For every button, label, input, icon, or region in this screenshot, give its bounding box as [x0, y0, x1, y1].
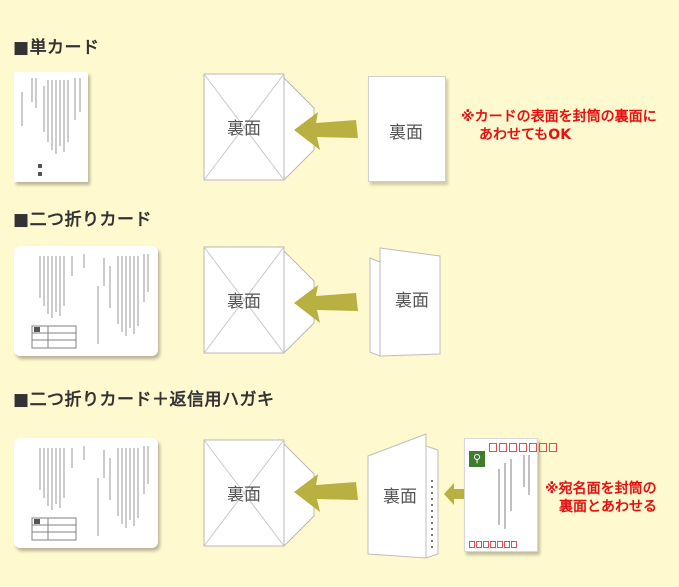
arrow-left-icon [294, 474, 358, 512]
card-text-lines [31, 254, 149, 349]
envelope-back-label: 裏面 [227, 484, 261, 505]
folded-card-open [14, 246, 158, 356]
arrow-left-icon [294, 112, 358, 150]
postcard-address-lines [498, 455, 530, 529]
card-text-lines [31, 446, 149, 541]
envelope-icon: 裏面 [203, 245, 315, 355]
postal-code-boxes [489, 443, 557, 452]
card-back-label: 裏面 [383, 486, 417, 507]
envelope-icon: 裏面 [203, 72, 315, 182]
arrow-left-icon [294, 285, 358, 323]
single-card-back: 裏面 [368, 76, 446, 182]
square-bullet-icon: ■ [13, 38, 30, 58]
card-back-label: 裏面 [395, 290, 429, 311]
arrow-left-icon [444, 483, 466, 505]
folded-card-open [14, 438, 158, 548]
envelope-back-label: 裏面 [227, 118, 261, 139]
reply-postcard: ⚲ [464, 438, 557, 552]
note-postcard-orientation: ※宛名面を封筒の 裏面とあわせる [545, 481, 657, 515]
envelope-back-label: 裏面 [227, 291, 261, 312]
note-card-orientation: ※カードの表面を封筒の裏面に あわせてもOK [461, 109, 657, 143]
section-heading-folded-card: ■二つ折りカード [13, 210, 153, 230]
section-heading-single-card: ■単カード [13, 38, 100, 58]
single-card-front [14, 72, 88, 182]
card-back-label: 裏面 [389, 123, 423, 143]
search-icon: ⚲ [469, 451, 485, 467]
square-bullet-icon: ■ [13, 390, 30, 410]
card-text-lines [21, 78, 81, 176]
square-bullet-icon: ■ [13, 210, 30, 230]
folded-card-back: 裏面 [367, 433, 439, 559]
postal-code-boxes-small [469, 541, 517, 548]
folded-card-back: 裏面 [369, 247, 441, 357]
section-heading-folded-card-postcard: ■二つ折りカード＋返信用ハガキ [13, 390, 275, 410]
